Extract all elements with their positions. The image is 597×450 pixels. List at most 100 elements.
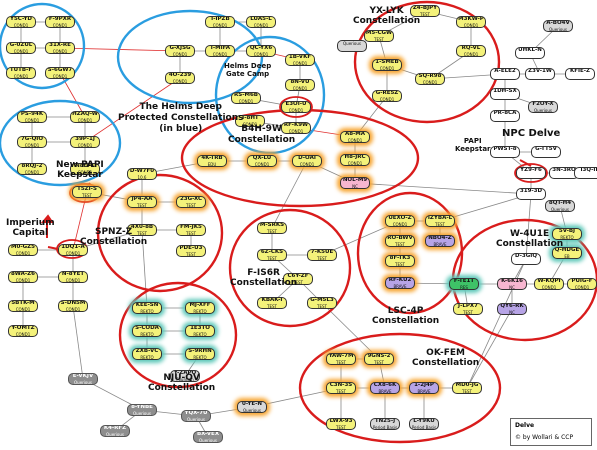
system-node[interactable]: D-3GIQ bbox=[511, 253, 541, 265]
system-node[interactable]: KFIE-Z bbox=[565, 68, 595, 80]
system-node[interactable]: Z3V-1W bbox=[525, 68, 555, 80]
system-node[interactable]: PWST-8 bbox=[490, 146, 520, 158]
system-node[interactable]: UHKL-N bbox=[515, 47, 545, 59]
system-node[interactable]: Querious bbox=[337, 40, 367, 52]
system-node[interactable]: 3N-3RO bbox=[549, 167, 579, 179]
system-node[interactable]: I3Q-II bbox=[574, 167, 597, 179]
system-node[interactable]: PR-8CA bbox=[490, 110, 520, 122]
system-node[interactable]: 1DH-SX bbox=[490, 88, 520, 100]
system-node[interactable]: G-TT5V bbox=[531, 146, 561, 158]
system-node[interactable]: A-ELE2 bbox=[490, 68, 520, 80]
